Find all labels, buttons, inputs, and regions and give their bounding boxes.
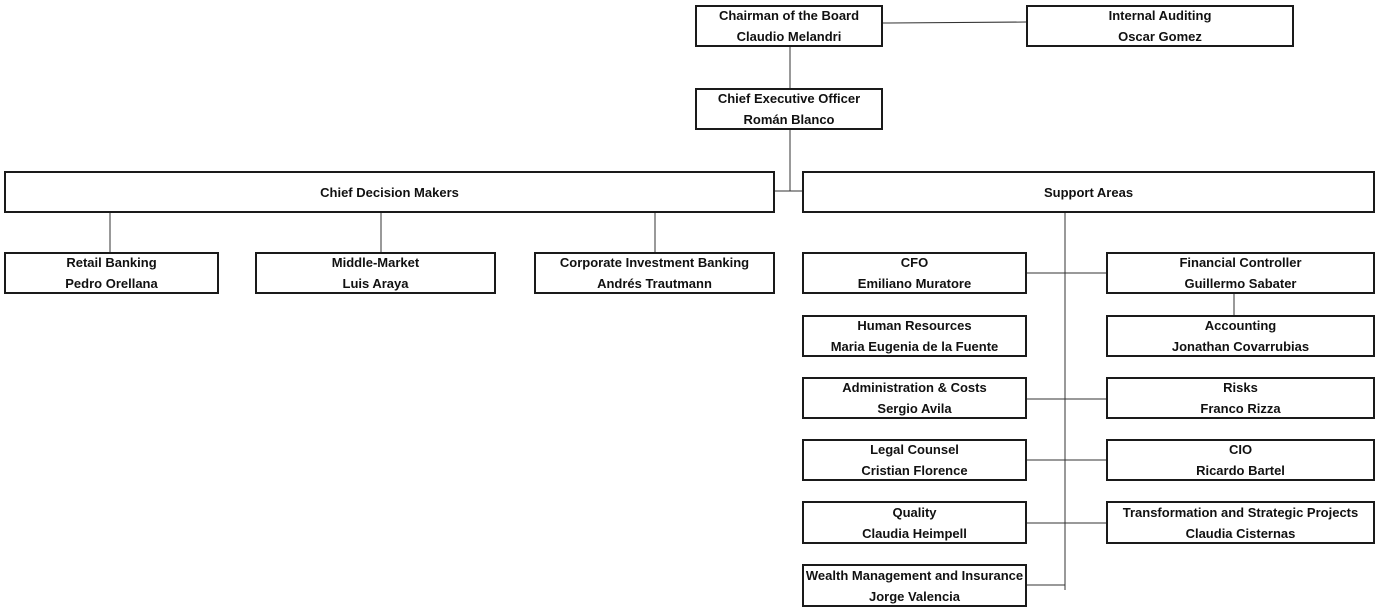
node-wealth-management-insurance: Wealth Management and Insurance Jorge Va… — [802, 564, 1027, 607]
node-human-resources: Human Resources Maria Eugenia de la Fuen… — [802, 315, 1027, 357]
node-title: Financial Controller — [1179, 255, 1302, 270]
node-person: Jonathan Covarrubias — [1171, 339, 1310, 354]
node-title: Chairman of the Board — [718, 8, 860, 23]
node-person: Franco Rizza — [1200, 401, 1281, 416]
node-person: Luis Araya — [342, 276, 409, 291]
node-person: Ricardo Bartel — [1196, 463, 1285, 478]
node-title: Retail Banking — [66, 255, 157, 270]
node-ceo: Chief Executive Officer Román Blanco — [695, 88, 883, 130]
node-title: Legal Counsel — [870, 442, 959, 457]
node-quality: Quality Claudia Heimpell — [802, 501, 1027, 544]
connector-chairman-auditing — [881, 21, 1027, 24]
node-corporate-investment-banking: Corporate Investment Banking Andrés Trau… — [534, 252, 775, 294]
node-title: Support Areas — [1043, 184, 1134, 200]
node-person: Andrés Trautmann — [597, 276, 712, 291]
node-person: Pedro Orellana — [65, 276, 158, 291]
node-chief-decision-makers: Chief Decision Makers — [4, 171, 775, 213]
node-retail-banking: Retail Banking Pedro Orellana — [4, 252, 219, 294]
node-person: Claudia Heimpell — [862, 525, 967, 541]
node-title: Internal Auditing — [1108, 8, 1212, 23]
node-title: CIO — [1228, 442, 1253, 457]
node-person: Jorge Valencia — [868, 588, 961, 604]
node-financial-controller: Financial Controller Guillermo Sabater — [1106, 252, 1375, 294]
node-accounting: Accounting Jonathan Covarrubias — [1106, 315, 1375, 357]
node-title: Accounting — [1204, 318, 1277, 333]
node-title: Chief Executive Officer — [717, 91, 861, 106]
node-person: Emiliano Muratore — [857, 276, 972, 291]
node-title: Chief Decision Makers — [320, 184, 459, 200]
node-title: Quality — [892, 504, 937, 520]
node-title: Transformation and Strategic Projects — [1122, 504, 1359, 520]
node-person: Maria Eugenia de la Fuente — [830, 339, 999, 354]
node-person: Guillermo Sabater — [1184, 276, 1297, 291]
node-middle-market: Middle-Market Luis Araya — [255, 252, 496, 294]
node-title: Human Resources — [857, 318, 972, 333]
node-title: Middle-Market — [331, 255, 420, 270]
node-title: Corporate Investment Banking — [559, 255, 750, 270]
node-risks: Risks Franco Rizza — [1106, 377, 1375, 419]
node-title: Administration & Costs — [842, 380, 987, 395]
node-person: Claudia Cisternas — [1185, 525, 1296, 541]
node-person: Cristian Florence — [861, 463, 968, 478]
node-support-areas: Support Areas — [802, 171, 1375, 213]
node-title: Risks — [1223, 380, 1258, 395]
node-legal-counsel: Legal Counsel Cristian Florence — [802, 439, 1027, 481]
node-cfo: CFO Emiliano Muratore — [802, 252, 1027, 294]
node-internal-auditing: Internal Auditing Oscar Gomez — [1026, 5, 1294, 47]
node-title: CFO — [900, 255, 929, 270]
node-transformation-strategic-projects: Transformation and Strategic Projects Cl… — [1106, 501, 1375, 544]
node-chairman: Chairman of the Board Claudio Melandri — [695, 5, 883, 47]
node-person: Oscar Gomez — [1118, 29, 1202, 44]
node-person: Claudio Melandri — [736, 29, 842, 44]
node-person: Román Blanco — [743, 112, 835, 127]
node-administration-costs: Administration & Costs Sergio Avila — [802, 377, 1027, 419]
node-cio: CIO Ricardo Bartel — [1106, 439, 1375, 481]
node-title: Wealth Management and Insurance — [805, 567, 1024, 583]
node-person: Sergio Avila — [877, 401, 952, 416]
